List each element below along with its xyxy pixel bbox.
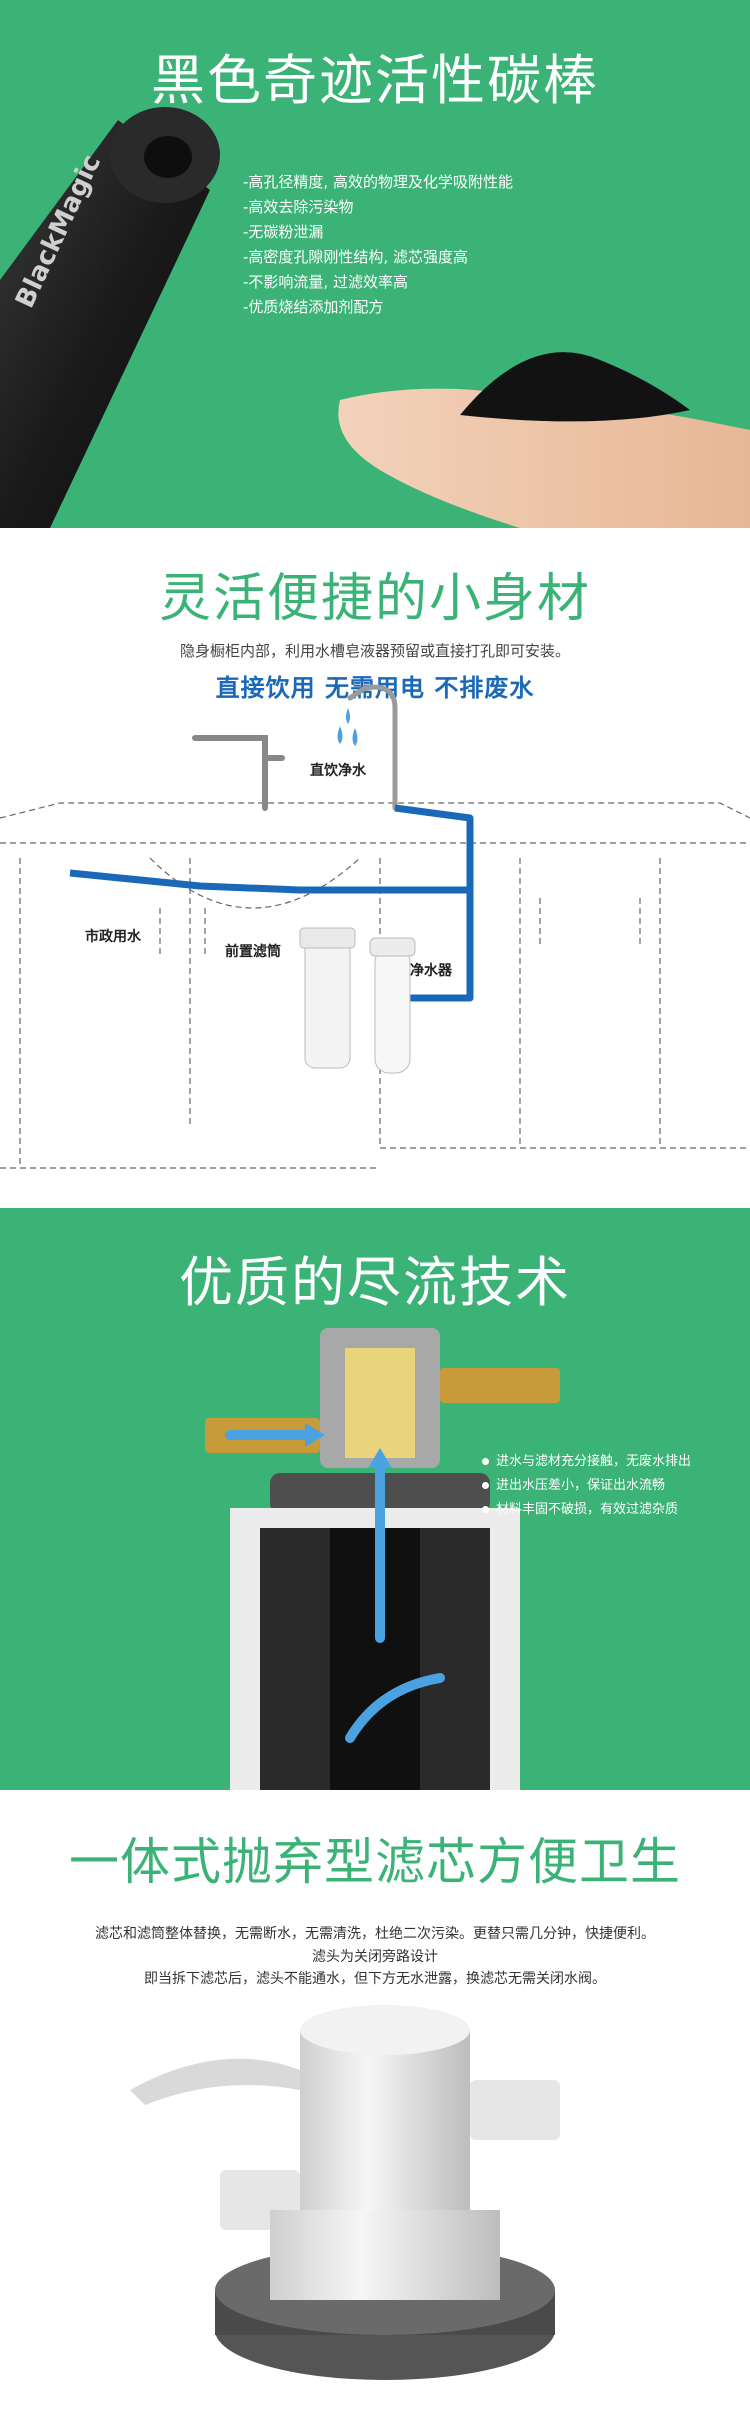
- section-paragraph: 即当拆下滤芯后，滤头不能通水，但下方无水泄露，换滤芯无需关闭水阀。: [144, 1971, 606, 1987]
- section-flow-technology: 优质的尽流技术 进水与滤材充分接触，无废水排出 进出水压差小，保证出水流畅 材料…: [0, 1208, 750, 1790]
- flow-feature-item: 进水与滤材充分接触，无废水排出: [482, 1450, 691, 1474]
- flow-feature-item: 进出水压差小，保证出水流畅: [482, 1474, 691, 1498]
- kitchen-installation-diagram: [0, 684, 750, 1169]
- flow-feature-item: 材料丰固不破损，有效过滤杂质: [482, 1498, 691, 1522]
- section-title: 优质的尽流技术: [179, 1251, 571, 1314]
- section-activated-carbon: 黑色奇迹活性碳棒 BlackMagic -高孔径精度, 高效的物理及化学吸附性能…: [0, 0, 750, 528]
- feature-item: -不影响流量, 过滤效率高: [243, 273, 408, 291]
- drinking-faucet-label: 直饮净水: [310, 763, 366, 779]
- section-compact-size: 灵活便捷的小身材 隐身橱柜内部，利用水槽皂液器预留或直接打孔即可安装。 直接饮用…: [0, 528, 750, 1208]
- flow-feature-list: 进水与滤材充分接触，无废水排出 进出水压差小，保证出水流畅 材料丰固不破损，有效…: [482, 1450, 691, 1522]
- feature-list: -高孔径精度, 高效的物理及化学吸附性能 -高效去除污染物 -无碳粉泄漏 -高密…: [243, 170, 513, 320]
- prefilter-label: 前置滤筒: [225, 944, 281, 960]
- section-paragraph: 滤头为关闭旁路设计: [312, 1949, 438, 1965]
- section-paragraph: 滤芯和滤筒整体替换，无需断水，无需清洗，杜绝二次污染。更替只需几分钟，快捷便利。: [95, 1926, 655, 1942]
- carbon-rod-illustration: [0, 107, 750, 528]
- feature-item: -高密度孔隙刚性结构, 滤芯强度高: [243, 248, 468, 266]
- city-water-label: 市政用水: [85, 929, 141, 945]
- feature-item: -优质烧结添加剂配方: [243, 298, 384, 316]
- feature-item: -高效去除污染物: [243, 198, 354, 216]
- feature-item: -无碳粉泄漏: [243, 223, 324, 241]
- section-title: 一体式抛弃型滤芯方便卫生: [69, 1833, 681, 1891]
- section-description: 隐身橱柜内部，利用水槽皂液器预留或直接打孔即可安装。: [179, 642, 570, 660]
- filter-cross-section-diagram: [205, 1328, 560, 1790]
- filter-head-illustration: [130, 2005, 560, 2380]
- section-title: 灵活便捷的小身材: [158, 569, 591, 629]
- section-disposable-filter: 一体式抛弃型滤芯方便卫生 滤芯和滤筒整体替换，无需断水，无需清洗，杜绝二次污染。…: [0, 1790, 750, 2426]
- purifier-label: 净水器: [410, 963, 452, 979]
- feature-item: -高孔径精度, 高效的物理及化学吸附性能: [243, 173, 513, 191]
- section-title: 黑色奇迹活性碳棒: [151, 49, 599, 112]
